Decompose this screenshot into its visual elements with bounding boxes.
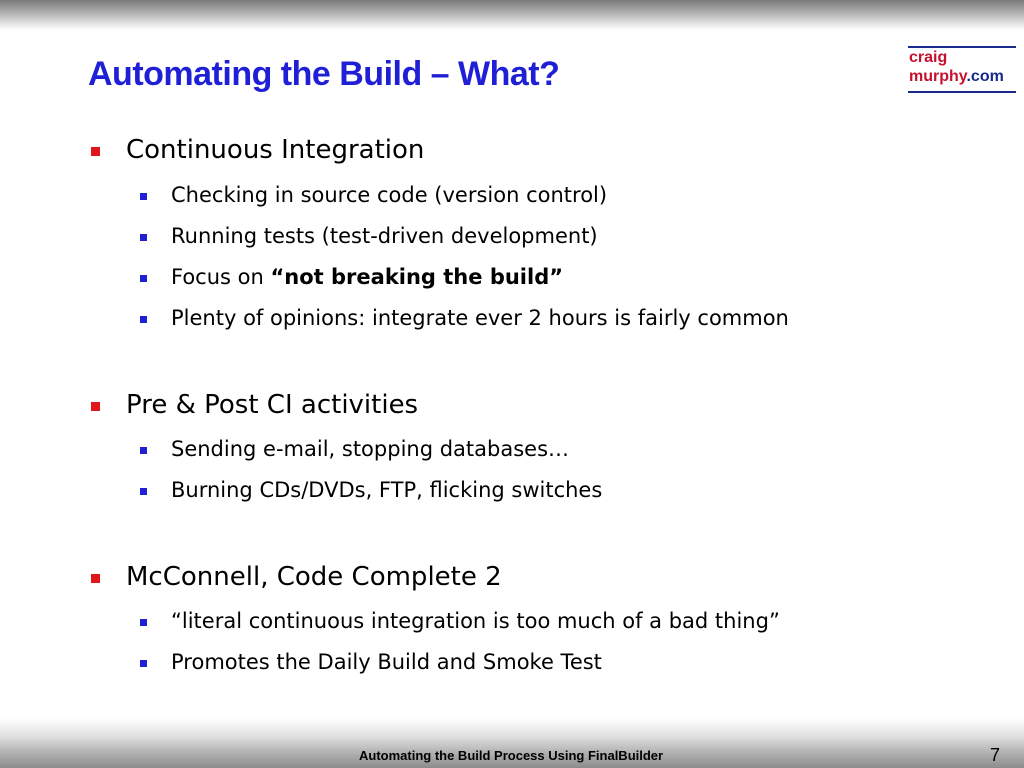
bullet-item: Continuous Integration bbox=[126, 135, 425, 165]
footer-title: Automating the Build Process Using Final… bbox=[359, 748, 664, 763]
bullet-item: McConnell, Code Complete 2 bbox=[126, 562, 502, 592]
bullet-marker-red bbox=[91, 147, 100, 156]
logo-bottom-rule bbox=[908, 91, 1016, 93]
bullet-marker-blue bbox=[140, 660, 147, 667]
bullet-subitem-emphasis: “not breaking the build” bbox=[270, 265, 564, 289]
bullet-subitem: Burning CDs/DVDs, FTP, flicking switches bbox=[171, 478, 603, 502]
bullet-subitem: Running tests (test-driven development) bbox=[171, 224, 598, 248]
bullet-marker-blue bbox=[140, 234, 147, 241]
bullet-marker-blue bbox=[140, 193, 147, 200]
logo-name: murphy bbox=[909, 68, 967, 85]
bullet-subitem: Sending e-mail, stopping databases… bbox=[171, 437, 570, 461]
bullet-subitem: “literal continuous integration is too m… bbox=[171, 609, 780, 633]
bottom-gradient-band bbox=[0, 718, 1024, 768]
bullet-marker-blue bbox=[140, 447, 147, 454]
bullet-subitem-prefix: Focus on bbox=[171, 265, 271, 289]
bullet-marker-blue bbox=[140, 619, 147, 626]
bullet-subitem: Checking in source code (version control… bbox=[171, 183, 608, 207]
logo-top-rule bbox=[908, 46, 1016, 48]
bullet-subitem: Focus on “not breaking the build” bbox=[171, 265, 563, 289]
craigmurphy-logo: craig murphy.com bbox=[908, 46, 1016, 94]
logo-domain: .com bbox=[966, 68, 1004, 85]
bullet-marker-blue bbox=[140, 275, 147, 282]
bullet-marker-blue bbox=[140, 488, 147, 495]
bullet-marker-red bbox=[91, 402, 100, 411]
top-gradient-band bbox=[0, 0, 1024, 30]
bullet-marker-red bbox=[91, 574, 100, 583]
slide-title: Automating the Build – What? bbox=[88, 55, 560, 93]
bullet-subitem: Plenty of opinions: integrate ever 2 hou… bbox=[171, 306, 789, 330]
page-number: 7 bbox=[990, 745, 1001, 765]
bullet-subitem: Promotes the Daily Build and Smoke Test bbox=[171, 650, 602, 674]
logo-line-1: craig bbox=[909, 49, 948, 66]
bullet-item: Pre & Post CI activities bbox=[126, 390, 419, 420]
bullet-marker-blue bbox=[140, 316, 147, 323]
logo-line-2: murphy.com bbox=[909, 68, 1004, 86]
